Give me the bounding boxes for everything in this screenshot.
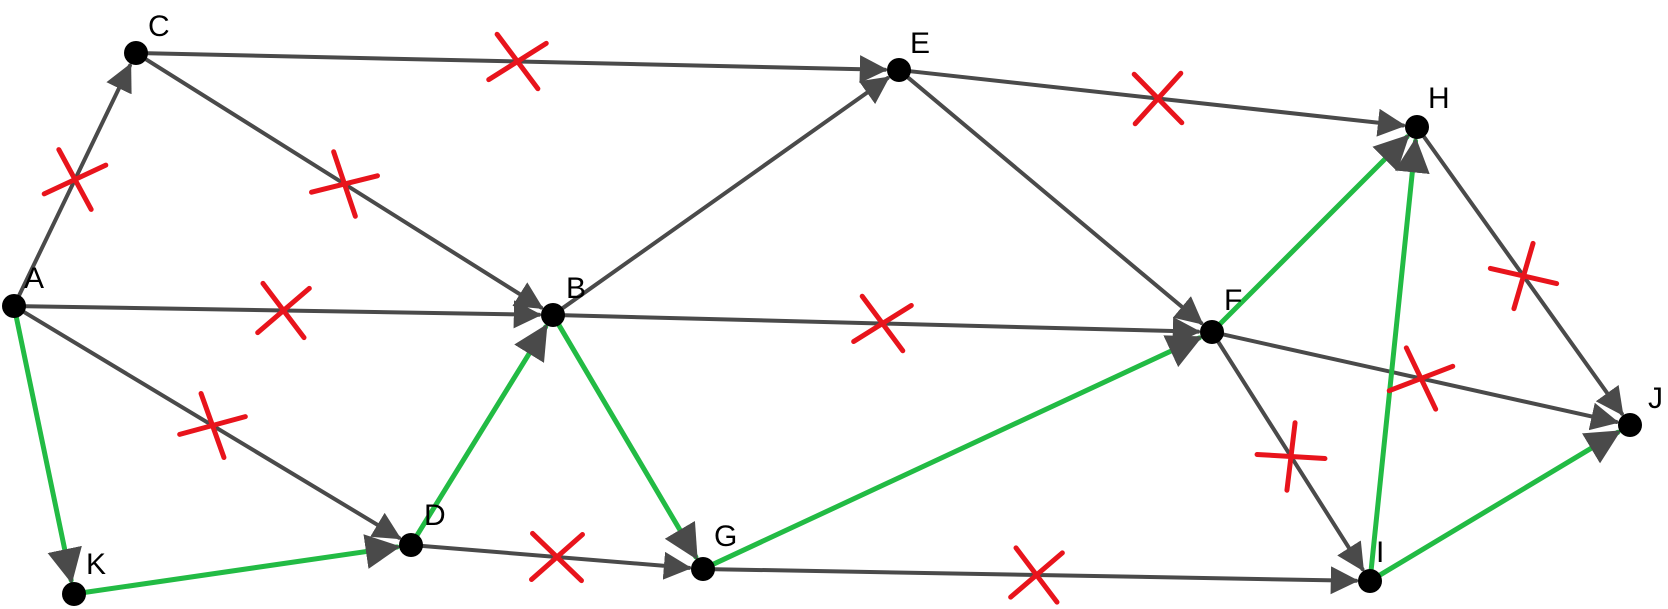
node-K [62, 582, 86, 606]
cross-mark-A-D [177, 390, 248, 461]
node-E [887, 58, 911, 82]
node-D [399, 533, 423, 557]
node-label-D: D [424, 499, 446, 532]
cross-mark-F-J [1386, 345, 1456, 412]
node-B [541, 303, 565, 327]
node-G [691, 557, 715, 581]
edge-B-E [560, 76, 890, 311]
cross-mark-G-I [1008, 545, 1065, 605]
cross-mark-F-I [1254, 420, 1328, 493]
node-C [124, 41, 148, 65]
edge-F-H [1217, 134, 1410, 327]
node-label-F: F [1224, 284, 1242, 317]
edge-B-G [556, 322, 699, 560]
cross-mark-H-J [1487, 240, 1560, 312]
node-label-I: I [1376, 536, 1384, 569]
node-J [1618, 413, 1642, 437]
cross-mark-C-E [486, 31, 549, 92]
node-F [1200, 320, 1224, 344]
edge-I-J [1377, 429, 1621, 578]
node-label-H: H [1428, 82, 1450, 115]
node-H [1405, 115, 1429, 139]
edge-K-D [83, 534, 401, 595]
edge-I-H [1368, 137, 1430, 572]
node-I [1358, 569, 1382, 593]
edge-D-B [414, 323, 549, 538]
node-label-J: J [1648, 382, 1663, 415]
edge-E-F [906, 75, 1204, 326]
cross-mark-E-H [1131, 70, 1185, 127]
node-label-K: K [86, 548, 106, 581]
node-A [2, 294, 26, 318]
edge-G-F [711, 335, 1203, 567]
node-label-C: C [148, 10, 170, 43]
edges-layer [13, 51, 1624, 595]
nodes-layer [2, 41, 1642, 606]
node-label-B: B [566, 272, 586, 305]
cross-mark-C-B [309, 149, 380, 219]
cross-mark-D-G [529, 530, 585, 584]
node-label-A: A [24, 262, 44, 295]
node-label-E: E [910, 27, 930, 60]
crosses-layer [41, 31, 1560, 605]
cross-mark-A-C [41, 147, 109, 212]
labels-layer: A B C D E F G H I J K [24, 10, 1663, 581]
edge-A-K [13, 315, 82, 584]
cross-mark-A-B [255, 280, 312, 341]
cross-mark-B-F [851, 293, 914, 354]
node-label-G: G [714, 520, 737, 553]
